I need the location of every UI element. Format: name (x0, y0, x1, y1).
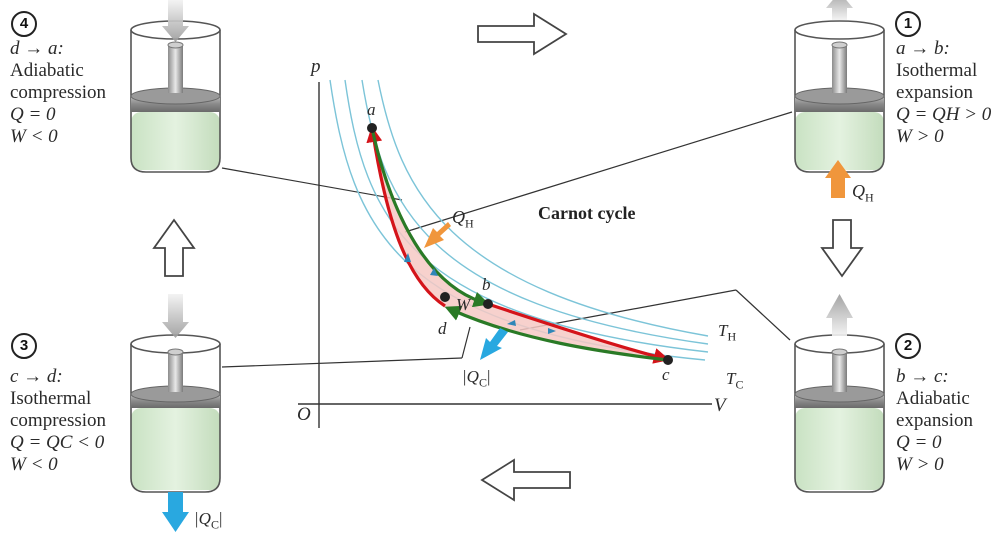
step-2-text: b → c: Adiabatic expansion Q = 0 W > 0 (896, 366, 974, 475)
diagram-title: Carnot cycle (538, 203, 636, 223)
step-3-text: c → d: Isothermal compression Q = QC < 0… (10, 366, 107, 475)
heat-in-arrow (424, 222, 451, 248)
point-a-label: a (367, 100, 376, 119)
step-4-number: 4 (11, 11, 37, 37)
axes (298, 82, 712, 428)
work-label: W (456, 295, 471, 314)
work-area (372, 128, 668, 360)
step-3-heat-label: |QC| (194, 509, 223, 532)
point-a-dot (367, 123, 377, 133)
heat-out-arrow-icon (162, 492, 189, 532)
step-1-number: 1 (895, 11, 921, 37)
arrow-down-icon (820, 219, 864, 278)
point-b-dot (483, 299, 493, 309)
heat-out-arrow (480, 328, 508, 360)
push-up-arrow-icon (826, 294, 853, 336)
tc-label: TC (726, 369, 744, 392)
state-points (367, 123, 673, 365)
qc-graph-label: |QC| (462, 367, 491, 390)
cylinder-step-2 (794, 294, 885, 493)
cylinder-step-1 (794, 0, 885, 198)
cylinder-step-4 (130, 0, 221, 173)
push-up-arrow-icon (826, 0, 853, 20)
step-4-text: d → a: Adiabatic compression Q = 0 W < 0 (10, 38, 107, 147)
step-1-text: a → b: Isothermal expansion Q = QH > 0 W… (896, 38, 992, 147)
origin-label: O (297, 404, 311, 425)
axis-p-label: p (311, 56, 321, 77)
arrow-right-icon (477, 12, 568, 56)
heat-in-arrow-icon (825, 160, 851, 198)
qh-graph-label: QH (452, 207, 474, 231)
arrow-left-icon (480, 458, 571, 502)
point-c-label: c (662, 365, 670, 384)
path-d-to-a (366, 126, 446, 308)
step-1-heat-label: QH (852, 181, 874, 205)
isotherm-direction-arrows (404, 253, 556, 334)
push-down-arrow-icon (162, 294, 189, 338)
point-d-dot (440, 292, 450, 302)
th-label: TH (718, 321, 737, 344)
process-arrows (152, 12, 864, 502)
path-b-to-c (487, 302, 670, 364)
point-c-dot (663, 355, 673, 365)
step-3-number: 3 (11, 333, 37, 359)
step-2-number: 2 (895, 333, 921, 359)
point-d-label: d (438, 319, 447, 338)
axis-v-label: V (714, 395, 726, 416)
arrow-up-icon (152, 218, 196, 277)
push-down-arrow-icon (162, 0, 189, 42)
path-c-to-d (444, 305, 669, 362)
cylinder-step-3 (130, 294, 221, 532)
point-b-label: b (482, 275, 491, 294)
path-a-to-b (370, 127, 490, 308)
